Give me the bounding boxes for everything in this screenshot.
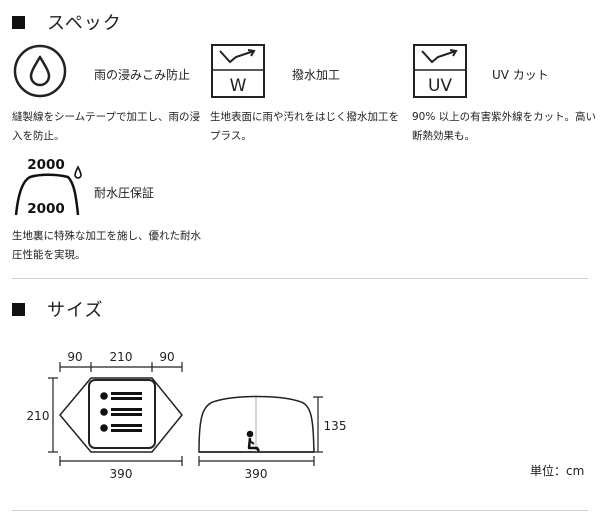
dim-depth-label: 210 bbox=[27, 409, 50, 423]
top-dimension: 90 210 90 bbox=[59, 350, 183, 372]
height-label: 135 bbox=[324, 419, 347, 433]
spec-section-header: スペック bbox=[12, 9, 122, 35]
feature-label: 撥水加工 bbox=[292, 68, 341, 82]
height-dimension: 135 bbox=[313, 396, 347, 453]
tent-side-view bbox=[198, 395, 315, 453]
feature-label: UV カット bbox=[492, 68, 549, 82]
spec-title: スペック bbox=[47, 13, 122, 34]
side-width-label: 390 bbox=[245, 467, 268, 481]
side-width-dimension: 390 bbox=[198, 456, 315, 481]
section-square-icon bbox=[12, 15, 25, 29]
feature-label: 耐水圧保証 bbox=[94, 186, 155, 200]
floor-width-dimension: 390 bbox=[59, 456, 183, 481]
water-repellent-w-icon: W bbox=[211, 44, 265, 98]
left-dimension: 210 bbox=[27, 377, 58, 453]
icon-text-bottom: 2000 bbox=[27, 201, 65, 217]
size-diagram: 90 210 90 210 390 bbox=[27, 350, 347, 481]
dim-right-label: 90 bbox=[159, 350, 174, 364]
feature-description: 生地表面に雨や汚れをはじく撥水加工をプラス。 bbox=[210, 111, 399, 142]
unit-label: 単位：cm bbox=[530, 464, 585, 478]
sitting-person-icon bbox=[246, 430, 261, 452]
icon-text-top: 2000 bbox=[27, 157, 65, 173]
bottom-divider bbox=[12, 510, 588, 511]
size-title: サイズ bbox=[47, 300, 104, 321]
feature-description: 生地裏に特殊な加工を施し、優れた耐水圧性能を実現。 bbox=[12, 230, 201, 261]
feature-description: 90% 以上の有害紫外線をカット。高い断熱効果も。 bbox=[412, 111, 596, 142]
floor-width-label: 390 bbox=[110, 467, 133, 481]
feature-description: 縫製線をシームテープで加工し、雨の浸入を防止。 bbox=[12, 111, 201, 142]
feature-label: 雨の浸みこみ防止 bbox=[94, 68, 191, 82]
icon-text: W bbox=[230, 76, 247, 96]
tent-floor-plan bbox=[59, 377, 183, 453]
dim-center-label: 210 bbox=[110, 350, 133, 364]
dim-left-label: 90 bbox=[67, 350, 82, 364]
uv-cut-icon: UV bbox=[413, 44, 467, 98]
icon-text: UV bbox=[428, 76, 452, 96]
water-drop-icon bbox=[13, 44, 67, 98]
section-divider bbox=[12, 278, 588, 279]
sleeping-persons-icon bbox=[100, 392, 142, 432]
water-pressure-icon: 2000 2000 bbox=[14, 157, 82, 217]
section-square-icon bbox=[12, 302, 25, 316]
size-section-header: サイズ bbox=[12, 296, 103, 322]
